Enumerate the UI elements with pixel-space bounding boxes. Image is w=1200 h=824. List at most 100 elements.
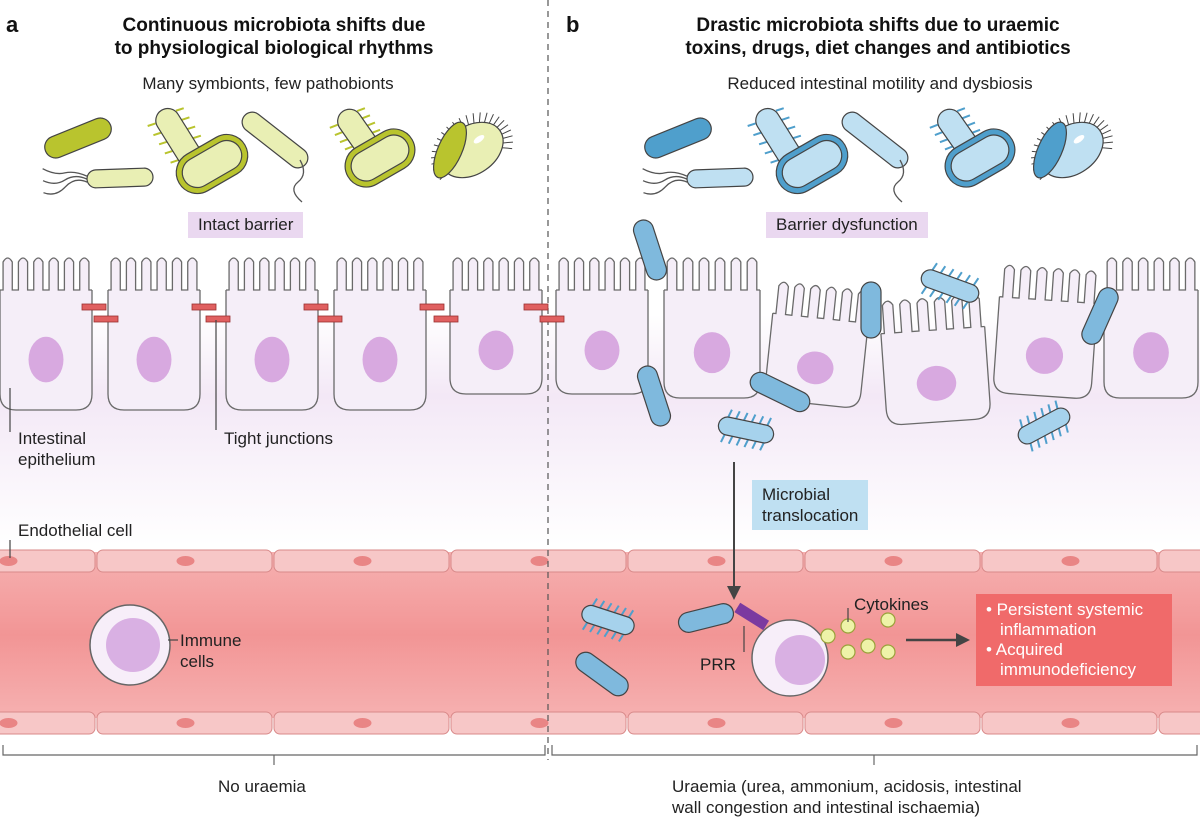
tight-junction <box>205 315 231 323</box>
microvilli <box>880 294 985 335</box>
piliated-bacterium <box>920 262 980 310</box>
endothelial-nucleus <box>353 718 372 728</box>
pilus <box>792 134 802 140</box>
pilus <box>618 633 625 642</box>
pilus <box>366 121 376 127</box>
pilus <box>758 415 765 425</box>
pilus <box>759 442 765 451</box>
epithelial-cell-a <box>449 257 543 395</box>
nucleus <box>254 336 290 383</box>
panel-a-subtitle: Many symbionts, few pathobionts <box>142 74 394 93</box>
pilus <box>175 107 185 112</box>
pilus <box>192 134 202 140</box>
nucleus <box>478 330 514 371</box>
rod-bacterium <box>241 111 309 169</box>
outcome-1: • Persistent systemic <box>986 600 1144 619</box>
pilus <box>329 123 338 129</box>
cilium <box>488 114 494 124</box>
panel-b-footer-line2: wall congestion and intestinal ischaemia… <box>672 798 981 817</box>
translocation-arrowhead <box>727 586 741 600</box>
endothelial-nucleus <box>707 556 726 566</box>
tight-junctions <box>81 303 565 323</box>
pilus <box>1036 439 1041 448</box>
endothelial-cell <box>0 711 96 735</box>
pilus <box>962 301 969 310</box>
pilus <box>361 114 371 120</box>
epithelial-cell-a <box>0 257 93 411</box>
flagellum <box>42 175 88 184</box>
pilus <box>934 131 943 136</box>
piliated-bacterium <box>1017 400 1071 452</box>
cytokine-particles <box>820 612 896 660</box>
nucleus <box>362 336 398 383</box>
pilus <box>603 629 610 638</box>
cilium <box>1102 141 1114 144</box>
flagellum <box>642 168 688 177</box>
pilus <box>344 145 354 151</box>
cilium <box>502 135 513 139</box>
microvilli <box>1104 257 1198 291</box>
immune-label-line2: cells <box>180 652 215 671</box>
pilus <box>371 128 381 134</box>
rod-bacterium <box>636 365 672 427</box>
nucleus <box>584 330 620 371</box>
cilium <box>1078 112 1081 123</box>
pilus <box>966 121 976 127</box>
bacterium-body <box>1017 407 1071 445</box>
cilium <box>1101 129 1112 135</box>
pilus <box>758 140 768 146</box>
pilus <box>1054 400 1059 409</box>
encapsulated-bacterium <box>175 133 249 195</box>
cilium <box>501 129 512 135</box>
endothelial-nucleus <box>0 556 18 566</box>
rod-bacterium <box>44 117 112 159</box>
cilium <box>478 112 481 123</box>
tight-junction <box>81 303 107 311</box>
pilus <box>613 605 620 614</box>
microvilli <box>664 257 760 291</box>
pilus <box>929 289 936 298</box>
pilus <box>596 626 603 635</box>
pilus <box>606 602 613 611</box>
tight-junction <box>539 315 565 323</box>
pilus <box>953 298 961 307</box>
footer-bracket-a <box>2 745 546 765</box>
endothelial-nucleus <box>1061 556 1080 566</box>
panel-b-footer: Uraemia (urea, ammonium, acidosis, intes… <box>672 776 1022 818</box>
epithelium-label: Intestinal epithelium <box>18 428 96 470</box>
pilus <box>939 138 949 144</box>
nucleus <box>1133 332 1169 374</box>
panel-b-title-line1: Drastic microbiota shifts due to uraemic <box>696 15 1060 36</box>
cilium <box>1102 135 1113 139</box>
immune-cell-b <box>751 619 829 697</box>
cytokine <box>820 628 836 644</box>
endothelial-cell <box>1158 711 1200 735</box>
encapsulated-bacterium <box>344 128 416 188</box>
nucleus <box>136 336 172 383</box>
intact-barrier-tag: Intact barrier <box>188 212 304 238</box>
pilus <box>727 435 734 445</box>
ciliated-bacterium <box>430 112 514 181</box>
translocation-line1: Microbial <box>762 485 831 504</box>
tight-junction <box>523 303 549 311</box>
pilus <box>931 262 938 271</box>
outcome-2-cont: immunodeficiency <box>1000 660 1137 679</box>
cilium <box>496 119 505 128</box>
cytokine <box>860 638 876 654</box>
rod-bacterium <box>677 603 735 633</box>
rod-bacterium <box>1081 287 1119 345</box>
pilus <box>766 417 772 426</box>
endothelial-nucleus <box>884 556 903 566</box>
pilus <box>599 600 606 609</box>
cilium <box>1096 119 1105 128</box>
cilium <box>1072 113 1075 124</box>
pilus <box>770 159 779 164</box>
bacterium-body <box>632 219 668 281</box>
highlight <box>1073 135 1085 144</box>
cytokine <box>880 644 896 660</box>
pilus <box>735 410 741 420</box>
nucleus <box>916 365 957 401</box>
microvilli <box>450 257 542 291</box>
microvilli <box>226 257 318 291</box>
bacterium-body <box>181 139 243 189</box>
